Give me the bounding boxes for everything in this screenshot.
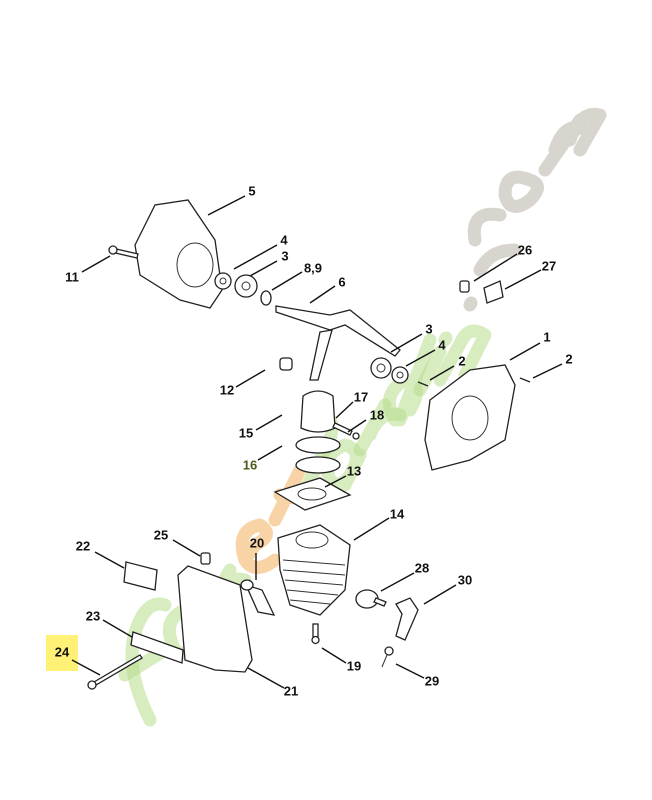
muffler-21[interactable] bbox=[177, 565, 253, 673]
crankcase-half-5[interactable] bbox=[134, 199, 223, 309]
label-26: 26 bbox=[518, 242, 532, 257]
plate-27[interactable] bbox=[483, 280, 504, 304]
label-15: 15 bbox=[239, 425, 253, 440]
label-20: 20 bbox=[250, 535, 264, 550]
screw-26[interactable] bbox=[459, 280, 470, 293]
label-2b: 2 bbox=[565, 351, 572, 366]
bearing-3b[interactable] bbox=[370, 357, 392, 379]
label-25: 25 bbox=[154, 527, 168, 542]
plate-23[interactable] bbox=[130, 631, 184, 664]
crankcase-half-1[interactable] bbox=[424, 364, 516, 471]
label-29: 29 bbox=[425, 673, 439, 688]
label-27: 27 bbox=[542, 258, 556, 273]
dowel-2b[interactable] bbox=[519, 377, 531, 383]
cylinder-14[interactable] bbox=[277, 524, 351, 616]
crankshaft-6[interactable] bbox=[275, 305, 401, 381]
bolt-24[interactable] bbox=[87, 654, 143, 690]
label-14: 14 bbox=[390, 506, 405, 521]
bearing-3a[interactable] bbox=[234, 274, 258, 298]
gasket-13[interactable] bbox=[273, 477, 352, 511]
label-3b: 3 bbox=[425, 321, 432, 336]
label-1: 1 bbox=[543, 329, 550, 344]
label-30: 30 bbox=[458, 572, 472, 587]
label-4: 4 bbox=[280, 232, 288, 247]
label-6: 6 bbox=[338, 274, 345, 289]
label-21: 21 bbox=[284, 683, 298, 698]
label-12: 12 bbox=[220, 382, 234, 397]
circlip-18[interactable] bbox=[352, 432, 360, 440]
label-22: 22 bbox=[76, 538, 90, 553]
label-8-9: 8,9 bbox=[304, 260, 322, 275]
screw-19[interactable] bbox=[311, 623, 320, 645]
piston-rings-16[interactable] bbox=[295, 436, 341, 474]
leader-lines bbox=[71, 195, 563, 689]
label-3: 3 bbox=[281, 248, 288, 263]
screw-25[interactable] bbox=[200, 552, 211, 565]
piston-pin-17[interactable] bbox=[332, 422, 353, 436]
label-24: 24 bbox=[55, 644, 70, 659]
piston-15[interactable] bbox=[300, 390, 336, 433]
part-labels: 5 4 3 8,9 6 11 26 27 3 4 2 1 2 12 17 18 … bbox=[55, 183, 573, 698]
label-28: 28 bbox=[415, 560, 429, 575]
label-18: 18 bbox=[370, 407, 384, 422]
label-16: 16 bbox=[243, 457, 257, 472]
label-4b: 4 bbox=[438, 337, 446, 352]
bearing-4a[interactable] bbox=[214, 272, 232, 290]
highlight-box bbox=[46, 635, 78, 671]
shim-8-9[interactable] bbox=[260, 290, 272, 306]
gasket-20[interactable] bbox=[240, 579, 276, 616]
label-19: 19 bbox=[347, 658, 361, 673]
label-17: 17 bbox=[354, 389, 368, 404]
intake-elbow-30[interactable] bbox=[395, 597, 419, 641]
label-5: 5 bbox=[248, 183, 255, 198]
needle-cage-12[interactable] bbox=[279, 357, 293, 371]
clip-29[interactable] bbox=[381, 646, 394, 668]
label-23: 23 bbox=[86, 608, 100, 623]
dowel-2a[interactable] bbox=[417, 381, 429, 387]
intake-flange-28[interactable] bbox=[355, 589, 387, 609]
label-13: 13 bbox=[347, 463, 361, 478]
label-11: 11 bbox=[65, 269, 79, 284]
label-2a: 2 bbox=[458, 353, 465, 368]
screw-11[interactable] bbox=[108, 245, 139, 259]
bearing-4b[interactable] bbox=[391, 366, 409, 384]
screen-22[interactable] bbox=[123, 561, 158, 591]
